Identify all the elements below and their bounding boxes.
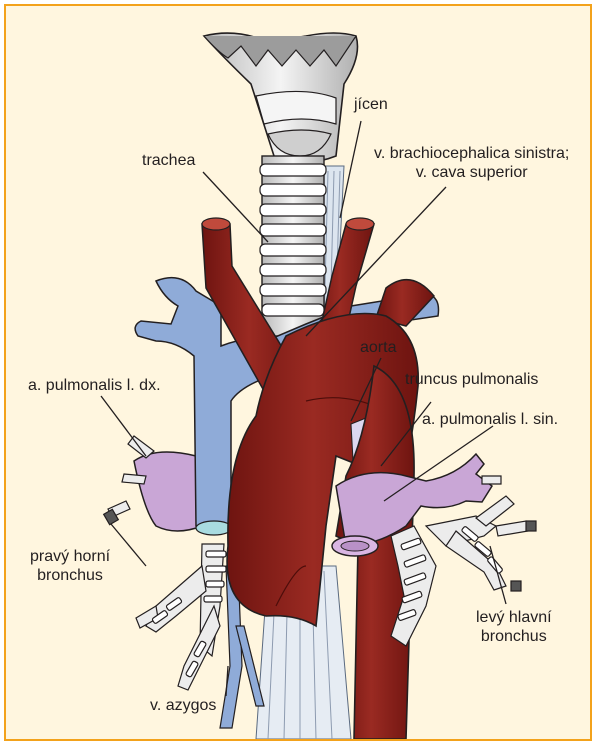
- label-pulmonalis-sin: a. pulmonalis l. sin.: [422, 410, 558, 429]
- label-levy-bronchus-line2: bronchus: [476, 627, 552, 646]
- label-brachiocephalica-line2: v. cava superior: [374, 163, 569, 182]
- right-pulmonary-artery: [134, 452, 202, 531]
- label-pravy-bronchus-line1: pravý horní: [30, 547, 110, 566]
- label-pravy-bronchus-line2: bronchus: [30, 566, 110, 585]
- label-azygos: v. azygos: [150, 696, 216, 715]
- label-pravy-bronchus: pravý horní bronchus: [30, 547, 110, 585]
- label-aorta: aorta: [360, 338, 396, 357]
- label-truncus-pulmonalis: truncus pulmonalis: [405, 370, 538, 389]
- label-brachiocephalica-line1: v. brachiocephalica sinistra;: [374, 144, 569, 163]
- label-trachea: trachea: [142, 151, 195, 170]
- figure-frame: jícen v. brachiocephalica sinistra; v. c…: [4, 4, 592, 741]
- label-levy-bronchus-line1: levý hlavní: [476, 608, 552, 627]
- label-levy-bronchus: levý hlavní bronchus: [476, 608, 552, 646]
- trachea-rings: [260, 156, 326, 336]
- larynx: [204, 33, 358, 162]
- label-brachiocephalica: v. brachiocephalica sinistra; v. cava su…: [374, 144, 569, 182]
- label-jicen: jícen: [354, 95, 388, 114]
- label-pulmonalis-dx: a. pulmonalis l. dx.: [28, 376, 161, 395]
